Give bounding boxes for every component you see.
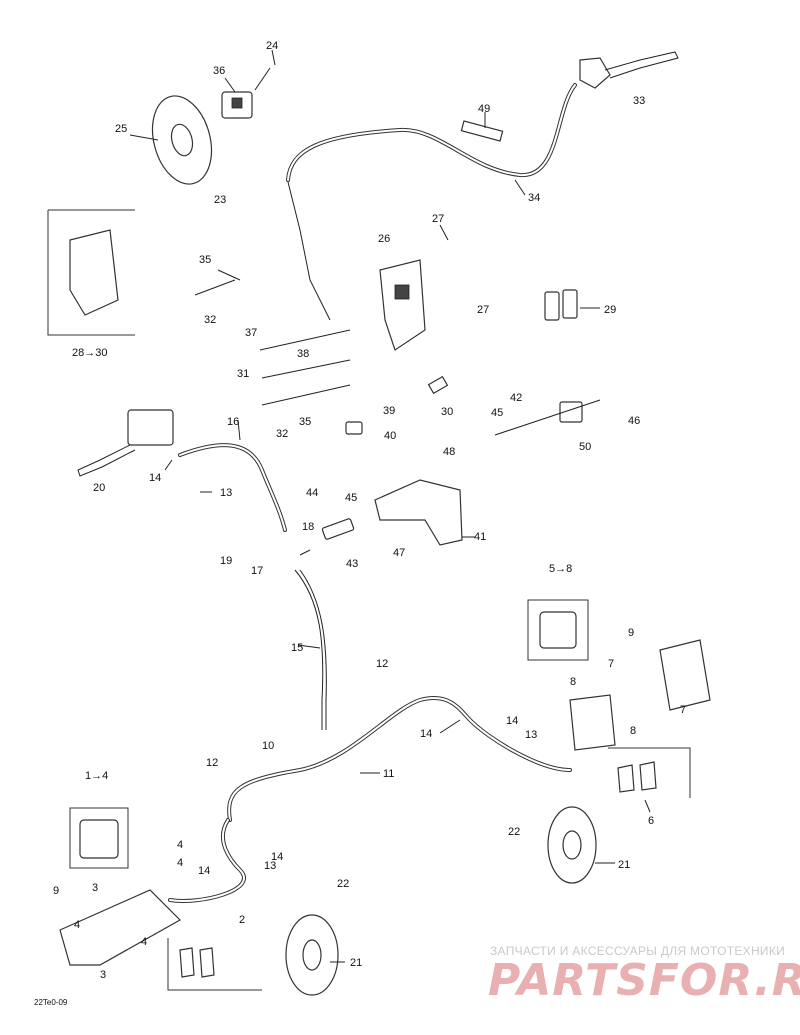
callout-9-right: 9 [628, 627, 634, 639]
callout-27-top: 27 [432, 213, 444, 225]
callout-23: 23 [214, 194, 226, 206]
callout-36: 36 [213, 65, 225, 77]
callout-41: 41 [474, 531, 486, 543]
callout-4-a: 4 [177, 839, 183, 851]
callout-6: 6 [648, 815, 654, 827]
callout-12-top: 12 [376, 658, 388, 670]
callout-37: 37 [245, 327, 257, 339]
watermark-caption: ЗАПЧАСТИ И АКСЕССУАРЫ ДЛЯ МОТОТЕХНИКИ [490, 944, 785, 958]
caliper-5-8 [569, 639, 711, 751]
callout-25: 25 [115, 123, 127, 135]
callout-33: 33 [633, 95, 645, 107]
callout-47: 47 [393, 547, 405, 559]
callout-7-bottom: 7 [680, 704, 686, 716]
callout-8-bottom: 8 [630, 725, 636, 737]
center-brake-line [178, 443, 327, 730]
callout-8-top: 8 [570, 676, 576, 688]
callout-5-8: 5→8 [549, 563, 572, 575]
callout-35-mid: 35 [299, 416, 311, 428]
bracket-50 [559, 401, 583, 423]
watermark-logo: PARTSFOR.RU [488, 955, 800, 1006]
caliper-26 [379, 259, 426, 351]
callout-40: 40 [384, 430, 396, 442]
callout-45-bottom: 45 [345, 492, 357, 504]
callout-17: 17 [251, 565, 263, 577]
inset-5-8 [527, 599, 589, 661]
callout-38: 38 [297, 348, 309, 360]
callout-10: 10 [262, 740, 274, 752]
callout-12-bottom: 12 [206, 757, 218, 769]
callout-20: 20 [93, 482, 105, 494]
callout-45-top: 45 [491, 407, 503, 419]
brake-disc-21-right [547, 806, 597, 884]
upper-brake-line [286, 83, 577, 321]
callout-28-30: 28→30 [72, 347, 107, 359]
callout-2: 2 [239, 914, 245, 926]
callout-31: 31 [237, 368, 249, 380]
callout-29: 29 [604, 304, 616, 316]
callout-21-left: 21 [350, 957, 362, 969]
callout-14-e: 14 [271, 851, 283, 863]
callout-1-4: 1→4 [85, 770, 108, 782]
callout-14-c: 14 [420, 728, 432, 740]
callout-35-top: 35 [199, 254, 211, 266]
callout-19: 19 [220, 555, 232, 567]
callout-48: 48 [443, 446, 455, 458]
master-cylinder-33 [579, 51, 679, 89]
callout-14-a: 14 [149, 472, 161, 484]
callout-3-top: 3 [92, 882, 98, 894]
callout-13-a: 13 [220, 487, 232, 499]
callout-4-d: 4 [141, 936, 147, 948]
brake-disc-23 [151, 95, 213, 185]
callout-13-b: 13 [525, 729, 537, 741]
inset-2 [167, 938, 262, 991]
callout-14-b: 14 [506, 715, 518, 727]
hardware [194, 67, 601, 540]
callout-labels: 24 36 25 23 49 33 34 27 26 35 32 27 29 2… [53, 40, 686, 981]
callout-15: 15 [291, 642, 303, 654]
callout-16: 16 [227, 416, 239, 428]
callout-13-c: 13 [264, 860, 276, 872]
callout-4-c: 4 [74, 919, 80, 931]
callout-32-mid: 32 [276, 428, 288, 440]
callout-43: 43 [346, 558, 358, 570]
brake-disc-21-left [285, 914, 339, 996]
inset-1-4 [69, 807, 129, 869]
callout-46: 46 [628, 415, 640, 427]
lower-brake-line [168, 696, 572, 903]
callout-24: 24 [266, 40, 278, 52]
callout-34: 34 [528, 192, 540, 204]
callout-39: 39 [383, 405, 395, 417]
callout-21-right: 21 [618, 859, 630, 871]
diagram-code: 22Te0-09 [34, 998, 68, 1007]
inset-28-30 [47, 209, 135, 336]
inset-6 [608, 747, 691, 798]
callout-30: 30 [441, 406, 453, 418]
callout-18: 18 [302, 521, 314, 533]
callout-7-top: 7 [608, 658, 614, 670]
caliper-1-4 [59, 889, 181, 966]
callout-27-bottom: 27 [477, 304, 489, 316]
callout-22-left: 22 [337, 878, 349, 890]
callout-26: 26 [378, 233, 390, 245]
callout-44: 44 [306, 487, 318, 499]
master-cylinder-20 [77, 409, 174, 477]
callout-4-b: 4 [177, 857, 183, 869]
callout-50: 50 [579, 441, 591, 453]
caliper-36 [221, 91, 253, 119]
bracket-41 [374, 479, 463, 546]
callout-32-top: 32 [204, 314, 216, 326]
leader-lines [129, 49, 651, 963]
callout-22-right: 22 [508, 826, 520, 838]
callout-14-d: 14 [198, 865, 210, 877]
callout-49: 49 [478, 103, 490, 115]
callout-9-left: 9 [53, 885, 59, 897]
callout-3-bottom: 3 [100, 969, 106, 981]
callout-11: 11 [383, 768, 394, 780]
callout-42: 42 [510, 392, 522, 404]
